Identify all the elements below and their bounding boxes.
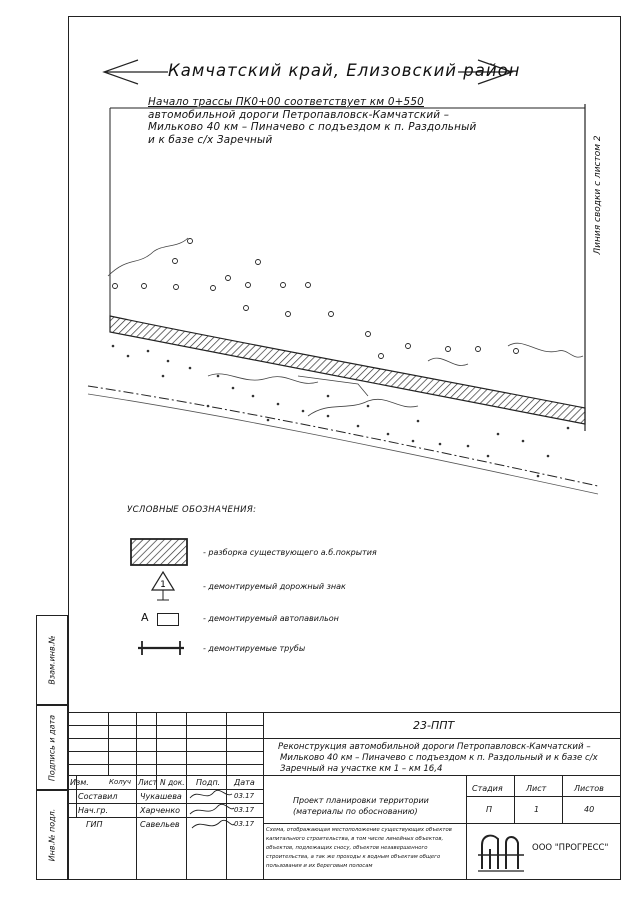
row-1-role: Составил xyxy=(78,792,118,801)
row-3-name: Савельев xyxy=(140,820,180,829)
sheet-desc-2: капитального строительства, в том числе … xyxy=(266,836,444,842)
legend-label-pavilion: - демонтируемый автопавильон xyxy=(203,614,339,623)
header-data: Дата xyxy=(234,778,255,787)
header-list: Лист xyxy=(138,778,158,787)
object-line-1: Реконструкция автомобильной дороги Петро… xyxy=(278,742,591,752)
road-edge-line xyxy=(87,393,599,495)
header-ndok: N док. xyxy=(160,778,185,787)
road-plan-map xyxy=(87,104,599,495)
stamp-column-signature-date: Подпись и дата xyxy=(36,705,68,790)
note-line-4: и к базе с/х Заречный xyxy=(148,133,273,146)
row-2-date: 03.17 xyxy=(234,806,255,814)
road-demolition-strip xyxy=(109,315,586,425)
row-3-date: 03.17 xyxy=(234,820,255,828)
stamp-label-replace-inv: Взам.инв.№ xyxy=(47,635,57,685)
region-title: Камчатский край, Елизовский район xyxy=(168,61,521,80)
company-logo-icon xyxy=(478,834,524,872)
header-list2: Лист xyxy=(526,784,547,793)
row-3-role: ГИП xyxy=(86,820,103,829)
note-line-3: Мильково 40 км – Пиначево с подъездом к … xyxy=(148,121,477,134)
double-arrow-icon xyxy=(102,59,514,85)
stadiya-value: П xyxy=(486,805,493,814)
header-listov: Листов xyxy=(574,784,604,793)
row-2-name: Харченко xyxy=(140,806,181,815)
list-value: 1 xyxy=(534,805,540,814)
header-podp: Подп. xyxy=(196,778,221,787)
header-stadiya: Стадия xyxy=(472,784,503,793)
row-1-date: 03.17 xyxy=(234,792,255,800)
object-line-2: Мильково 40 км – Пиначево с подъездом к … xyxy=(280,753,598,763)
route-start-note: Начало трассы ПК0+00 соответствует км 0+… xyxy=(148,96,518,146)
region-header: Камчатский край, Елизовский район xyxy=(98,57,521,87)
listov-value: 40 xyxy=(584,805,595,814)
svg-text:1: 1 xyxy=(160,580,166,590)
terrain-contours xyxy=(107,237,584,417)
road-axis-line xyxy=(87,385,599,487)
legend-label-road-sign: - демонтируемый дорожный знак xyxy=(203,582,346,591)
tree-markers xyxy=(112,238,519,359)
stamp-column-replace-inv: Взам.инв.№ xyxy=(36,615,68,705)
title-block: 23-ППТ Реконструкция автомобильной дорог… xyxy=(68,712,621,880)
pavilion-marker-letter: А xyxy=(141,611,149,624)
row-1-name: Чукашева xyxy=(140,792,182,801)
signatures-scribble xyxy=(189,789,235,829)
stamp-label-signature-date: Подпись и дата xyxy=(47,714,57,781)
note-line-1: Начало трассы ПК0+00 соответствует км 0+… xyxy=(148,96,424,108)
road-sign-icon: 1 xyxy=(150,570,176,601)
hatched-rectangle-icon xyxy=(130,538,188,566)
pipe-icon xyxy=(138,641,184,655)
legend-label-pipe: - демонтируемые трубы xyxy=(203,644,306,653)
vegetation-marks xyxy=(111,344,570,478)
pavilion-icon xyxy=(157,613,179,626)
sheet-desc-3: объектов, подлежащих сносу, объектов нез… xyxy=(266,845,428,851)
sheet-desc-1: Схема, отображающая местоположение сущес… xyxy=(266,827,452,833)
header-izm: Изм. xyxy=(70,778,89,787)
drawing-frame xyxy=(68,16,621,880)
note-line-2: автомобильной дороги Петропавловск-Камча… xyxy=(148,108,450,121)
object-line-3: Заречный на участке км 1 – км 16,4 xyxy=(280,764,443,774)
legend-label-asphalt: - разборка существующего а.б.покрытия xyxy=(203,548,377,557)
sheet-desc-5: пользования и их береговым полосам xyxy=(266,863,373,869)
section-line-2: (материалы по обоснованию) xyxy=(293,807,418,816)
doc-code: 23-ППТ xyxy=(413,719,455,732)
legend-title: УСЛОВНЫЕ ОБОЗНАЧЕНИЯ: xyxy=(127,505,257,515)
header-kol: Колуч xyxy=(109,778,132,786)
row-2-role: Нач.гр. xyxy=(78,806,109,815)
section-line-1: Проект планировки территории xyxy=(293,796,429,805)
sheet-desc-4: строительства, а так же проходы к водным… xyxy=(266,854,441,860)
stamp-label-inv-original: Инв.№ подл. xyxy=(47,808,57,862)
stamp-column-inv-original: Инв.№ подл. xyxy=(36,790,68,880)
company-name: ООО "ПРОГРЕСС" xyxy=(532,843,609,853)
